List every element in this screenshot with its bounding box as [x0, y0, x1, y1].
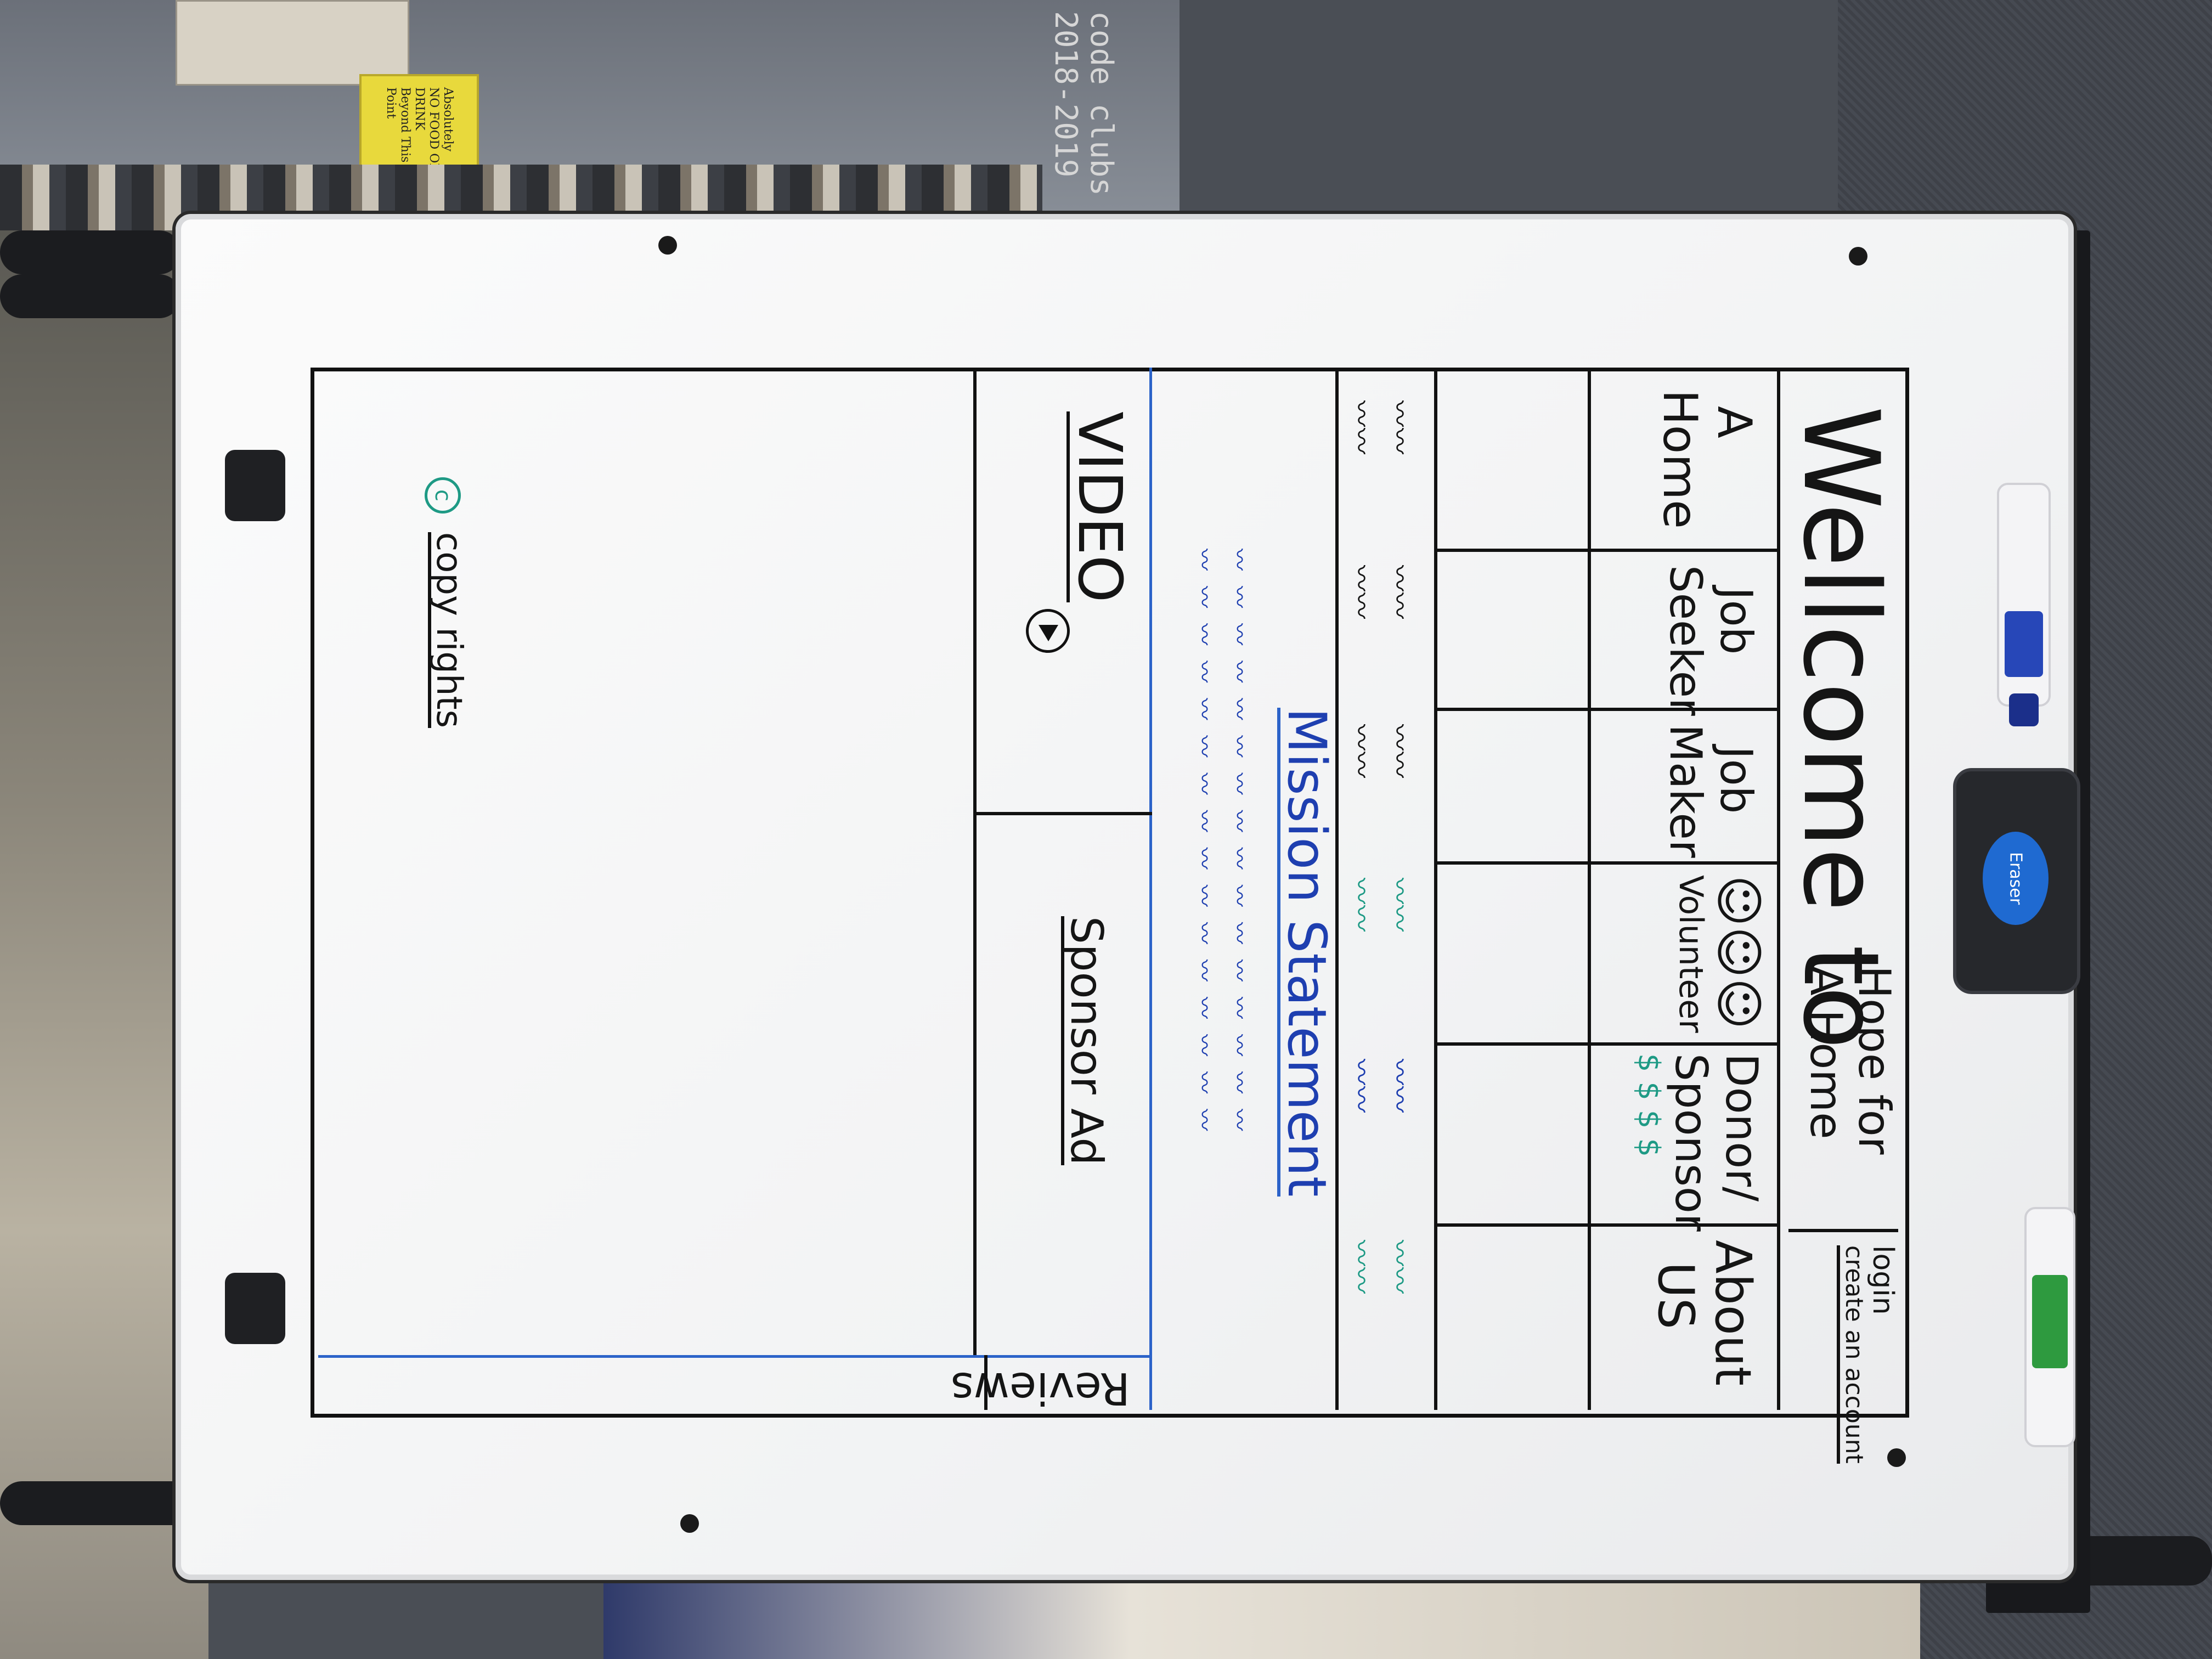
grid-bottom-line — [1434, 368, 1437, 1410]
text-placeholder: 〰〰〰〰 — [1345, 724, 1414, 780]
board-screw — [1849, 247, 1867, 266]
nav-divider — [1591, 861, 1778, 865]
nav-item-home[interactable]: A Home — [1652, 390, 1762, 529]
nav-item-about-line1: About — [1704, 1240, 1762, 1386]
volunteer-figures-icon: ☺☺☺ — [1709, 875, 1767, 1030]
text-placeholder: 〰〰〰〰 — [1345, 1240, 1414, 1295]
grid-divider — [1437, 861, 1591, 865]
eraser-label: Eraser — [1983, 832, 2049, 925]
copyright-icon: c — [425, 477, 461, 514]
login-link[interactable]: login — [1866, 1245, 1899, 1315]
site-name-line2: A Home — [1801, 966, 1852, 1139]
nav-item-job-seeker-line2: Seeker — [1660, 565, 1711, 716]
green-marker — [2024, 1207, 2075, 1447]
site-name: Hope for A Home — [1801, 966, 1900, 1155]
text-placeholder: 〰〰〰〰 — [1345, 565, 1414, 620]
copyright-text: copy rights — [428, 532, 469, 728]
header-bottom-line — [1777, 368, 1780, 1410]
board-screw — [658, 236, 677, 255]
login-divider — [1788, 1229, 1898, 1232]
text-placeholder: 〰〰〰〰 — [1345, 878, 1414, 933]
login-area[interactable]: login create an account — [1837, 1245, 1899, 1464]
blue-marker — [1997, 483, 2051, 726]
nav-item-volunteer[interactable]: ☺☺☺ Volunteer — [1672, 875, 1768, 1033]
nav-item-job-seeker-line1: Job — [1711, 587, 1762, 655]
grid-divider — [1437, 1042, 1591, 1046]
nav-divider — [1591, 549, 1778, 552]
video-divider — [977, 812, 1152, 815]
site-name-line1: Hope for — [1849, 966, 1900, 1155]
board-clip — [225, 450, 285, 521]
mission-text: 〰 〰 〰 〰 〰 〰 〰 〰 〰 〰 〰 〰 〰 〰 〰 〰〰 〰 〰 〰 〰… — [1191, 549, 1251, 1132]
text-placeholder: 〰〰〰〰 — [1345, 400, 1414, 456]
nav-item-job-maker-line2: Maker — [1660, 724, 1711, 858]
board-clip — [225, 1273, 285, 1344]
reviews-label-text: Reviews — [950, 1363, 1130, 1414]
dollar-signs-icon: $ $ $ $ — [1632, 1053, 1666, 1157]
welcome-title: Wellcome to — [1780, 406, 1901, 1050]
play-icon[interactable] — [1026, 609, 1070, 653]
nav-bottom-line — [1588, 368, 1591, 1410]
reviews-left-line — [318, 1355, 1152, 1358]
video-row-top-line — [1149, 368, 1152, 1410]
text-placeholder: 〰〰〰〰 — [1345, 1059, 1414, 1114]
nav-item-about-line2: US — [1647, 1262, 1705, 1330]
header-welcome: Wellcome to — [1780, 406, 1901, 1049]
reviews-divider — [984, 1355, 988, 1410]
nav-item-donor-line2: Sponsor — [1666, 1053, 1717, 1232]
nav-item-donor-line1: Donor/ — [1716, 1053, 1767, 1202]
nav-item-volunteer-line2: Volunteer — [1672, 875, 1711, 1033]
background-poster — [176, 0, 409, 86]
whiteboard — [176, 214, 2074, 1580]
sponsor-ad-label: Sponsor Ad — [1061, 916, 1112, 1166]
grid-divider — [1437, 549, 1591, 552]
board-screw — [680, 1514, 699, 1533]
easel-leg — [0, 230, 181, 274]
nav-item-about-us[interactable]: About US — [1647, 1240, 1762, 1386]
no-food-sign-text: Absolutely NO FOOD OR DRINK Beyond This … — [384, 87, 455, 172]
nav-item-home-line2: Home — [1652, 390, 1708, 529]
nav-item-job-maker[interactable]: Job Maker — [1660, 724, 1762, 858]
grid-divider — [1437, 708, 1591, 711]
video-row-bottom-line — [973, 368, 977, 1355]
copyright-symbol: c — [430, 489, 455, 501]
board-screw — [1887, 1448, 1906, 1467]
nav-divider — [1591, 1042, 1778, 1046]
create-account-link[interactable]: create an account — [1837, 1245, 1868, 1464]
nav-item-job-seeker[interactable]: Job Seeker — [1660, 565, 1762, 716]
background-wall — [0, 230, 208, 1659]
nav-item-job-maker-line1: Job — [1711, 746, 1762, 814]
whiteboard-eraser: Eraser — [1953, 768, 2080, 994]
easel-leg — [0, 1481, 208, 1525]
nav-item-donor-sponsor[interactable]: Donor/ Sponsor $ $ $ $ — [1632, 1053, 1767, 1232]
wireframe-sketch: Wellcome to Hope for A Home login create… — [311, 368, 1909, 1464]
grid-divider — [1437, 1223, 1591, 1227]
glass-lettering: code clubs 2018-2019 — [1048, 11, 1119, 196]
mission-title: Mission Statement — [1276, 708, 1338, 1197]
reviews-label: Reviews — [951, 1363, 1130, 1414]
easel-leg — [0, 274, 181, 318]
nav-item-home-line1: A — [1707, 406, 1762, 438]
video-label: VIDEO — [1065, 411, 1135, 603]
